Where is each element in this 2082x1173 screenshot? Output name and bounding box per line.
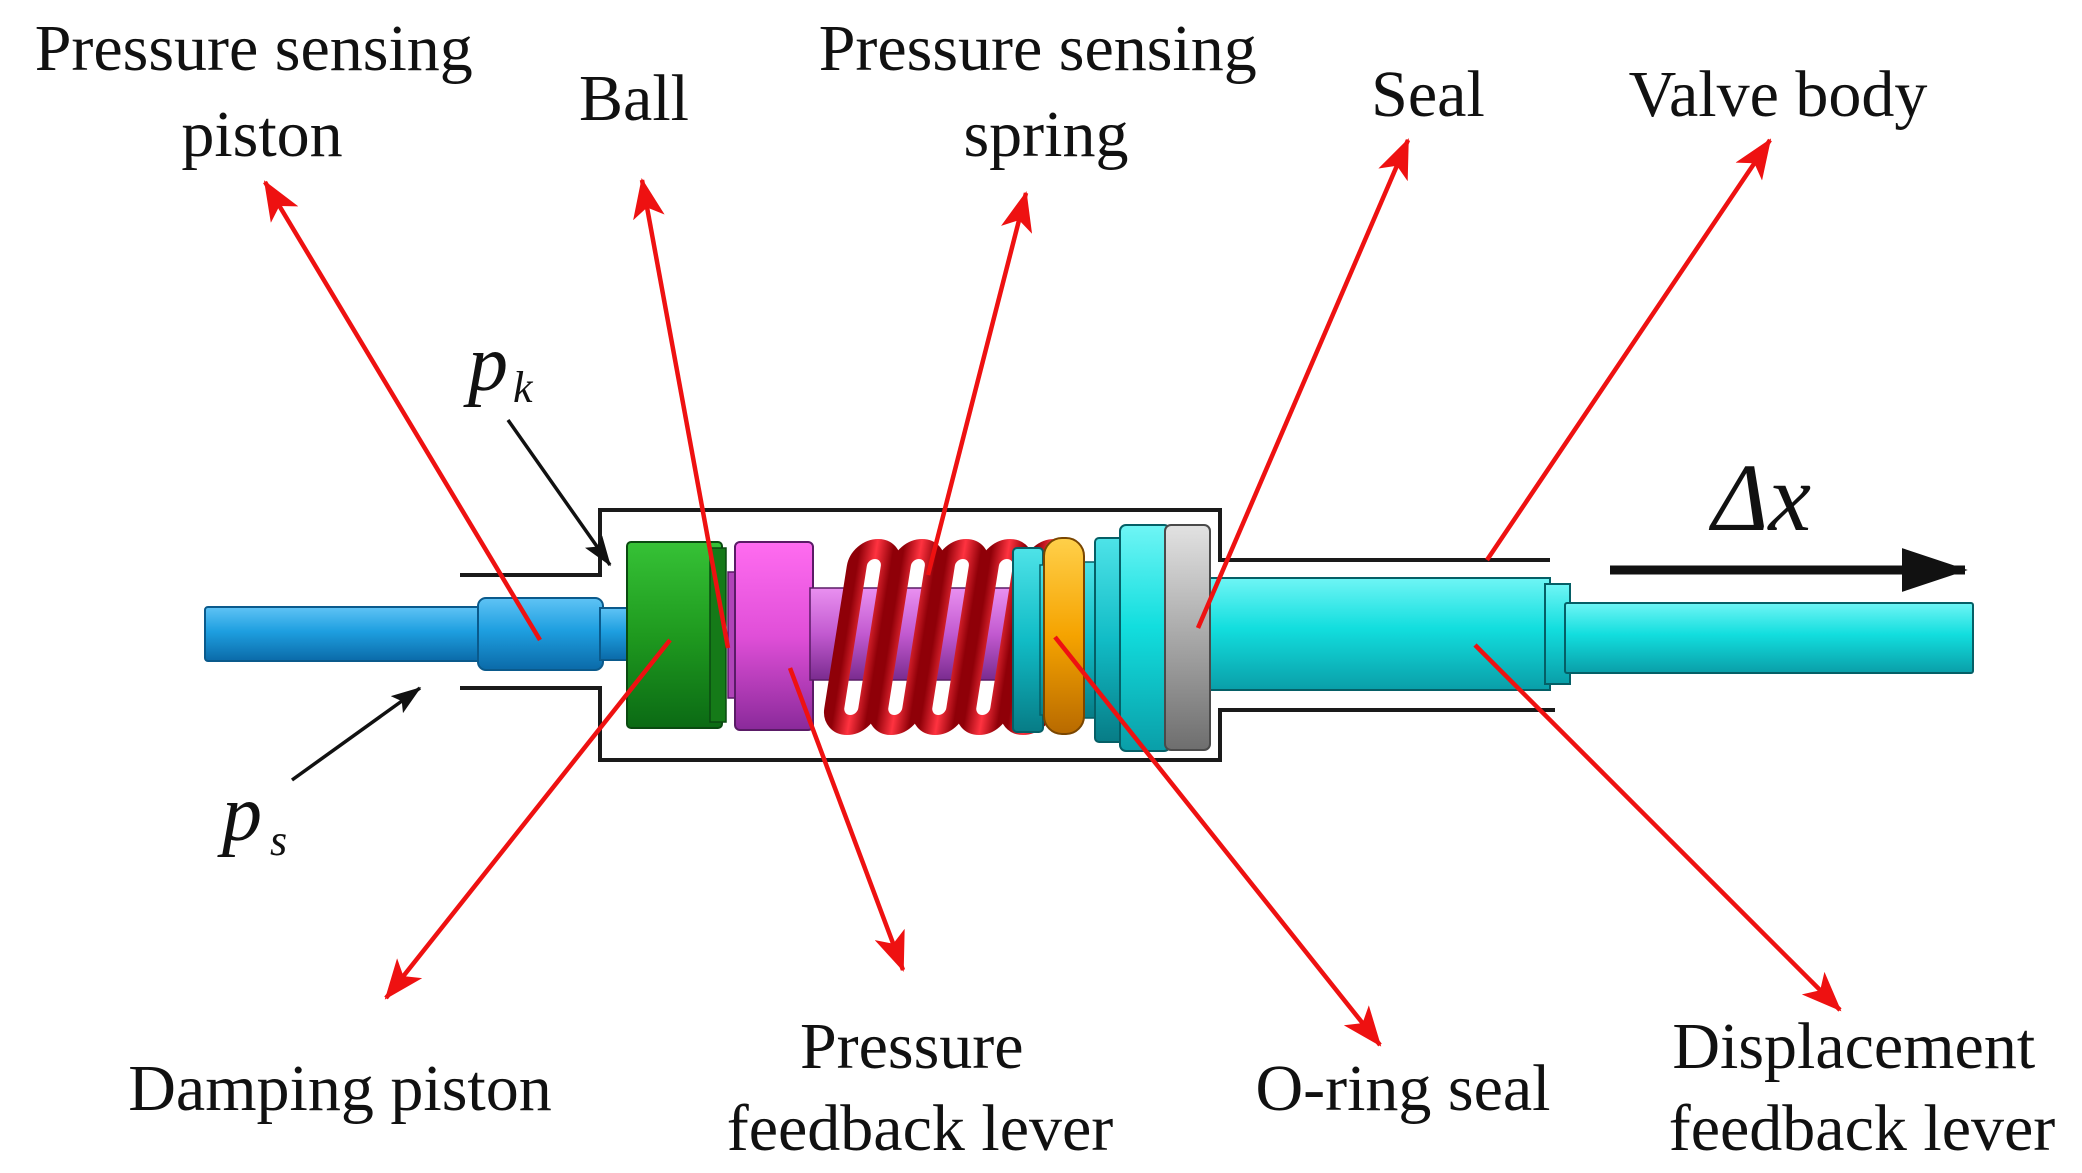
label-ball: Ball	[579, 62, 689, 135]
spring-coil	[911, 539, 990, 735]
callout-valve-body	[1485, 138, 1772, 562]
symbol-pk: p k	[463, 320, 534, 412]
callout-arrows	[263, 138, 1842, 1047]
seal	[1164, 524, 1211, 751]
label-pressure-sensing-piston: Pressure sensing piston	[35, 12, 490, 171]
spring-coil	[955, 539, 1034, 735]
callout-seal	[1195, 138, 1411, 629]
callout-ball	[633, 178, 731, 649]
pk-port-arrow	[506, 418, 612, 567]
label-displacement-feedback-lever: Displacement feedback lever	[1669, 1010, 2056, 1165]
label-pressure-sensing-spring: Pressure sensing spring	[819, 12, 1274, 171]
label-damping-piston: Damping piston	[128, 1052, 552, 1125]
label-seal: Seal	[1371, 58, 1485, 131]
label-valve-body: Valve body	[1629, 58, 1928, 131]
callout-pressure-feedback-lever	[787, 667, 906, 972]
ps-port-arrow	[290, 686, 422, 782]
o-ring-seal	[1043, 537, 1085, 735]
callout-pressure-sensing-piston	[263, 180, 542, 642]
symbol-ps: p s	[217, 770, 287, 865]
valve-body-housing	[460, 508, 1555, 762]
label-pressure-feedback-lever: Pressure feedback lever	[727, 1010, 1114, 1165]
damping-piston	[626, 541, 727, 729]
callout-pressure-sensing-spring	[925, 191, 1033, 576]
callout-o-ring-seal	[1053, 635, 1382, 1047]
spring-coil	[867, 539, 946, 735]
label-o-ring-seal: O-ring seal	[1255, 1052, 1550, 1125]
symbol-delta-x: Δx	[1708, 444, 1811, 551]
pressure-sensing-piston	[204, 597, 631, 671]
spring-coil	[823, 539, 902, 735]
valve-spool	[1012, 524, 1974, 752]
callout-displacement-feedback-lever	[1473, 643, 1842, 1012]
callout-damping-piston	[384, 638, 672, 1000]
